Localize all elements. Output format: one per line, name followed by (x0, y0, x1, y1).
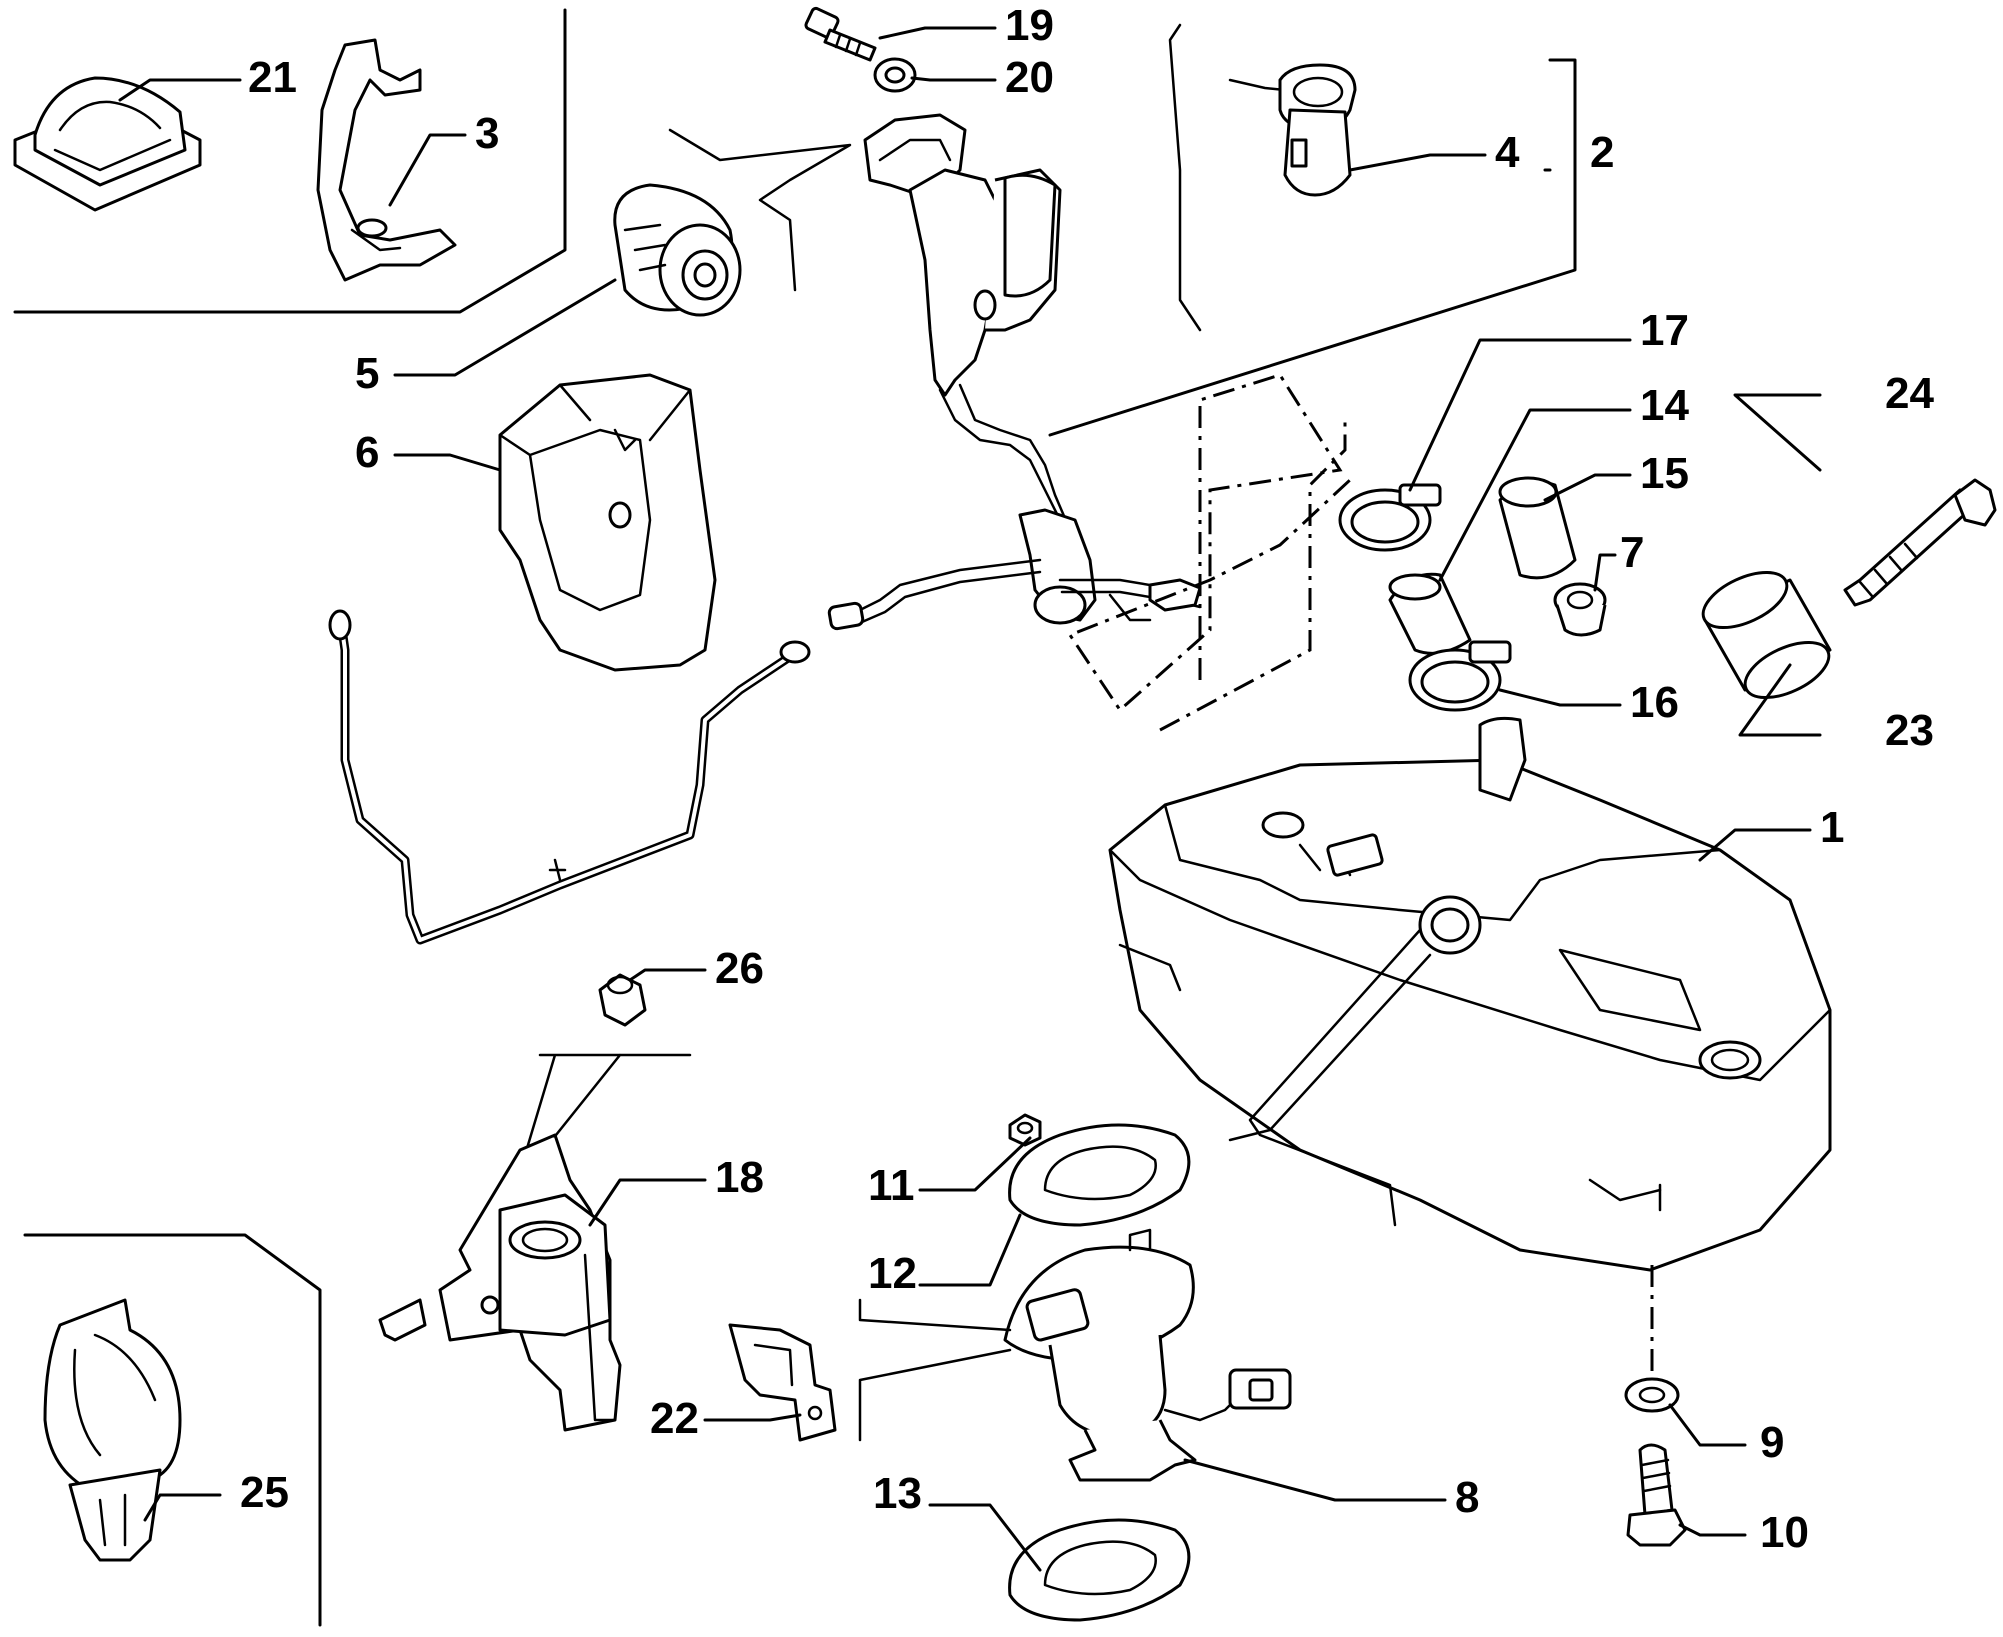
top-left-bracket-frame (13, 8, 567, 314)
part-3-bracket (316, 38, 457, 282)
callout-8: 8 (1455, 1473, 1479, 1522)
callout-23: 23 (1885, 706, 1934, 755)
hose-assembly-dash-frame (1067, 373, 1352, 713)
callout-3: 3 (475, 109, 499, 158)
callout-1: 1 (1820, 803, 1844, 852)
pump-axis-guide (1228, 928, 1432, 1227)
callout-22: 22 (650, 1394, 699, 1443)
part-13-gasket (1008, 1518, 1191, 1622)
callout-9: 9 (1760, 1418, 1784, 1467)
callout-11: 11 (868, 1161, 915, 1210)
part-9-washer (1624, 1377, 1680, 1413)
part-15-rubber-hose (1498, 476, 1577, 580)
part-19-screw (804, 6, 877, 62)
part-10-bolt (1626, 1443, 1687, 1547)
part-17-hose-clamp (1338, 483, 1442, 552)
callout-5: 5 (355, 349, 379, 398)
part-22-small-bracket (728, 1323, 837, 1442)
callout-15: 15 (1640, 449, 1689, 498)
part-16-hose-clamp (1408, 640, 1512, 712)
callout-10: 10 (1760, 1508, 1809, 1557)
callout-24: 24 (1885, 369, 1934, 418)
leader-lines (118, 26, 1822, 1572)
hose-assembly-dash-frame-2 (1159, 420, 1347, 732)
callout-6: 6 (355, 428, 379, 477)
part-1-fuel-tank (1108, 716, 1832, 1272)
pump-bracket-guide (858, 1298, 1012, 1442)
callout-21: 21 (248, 53, 297, 102)
callout-14: 14 (1640, 381, 1689, 430)
callout-19: 19 (1005, 1, 1054, 50)
callout-17: 17 (1640, 306, 1689, 355)
filler-neck-guide (668, 23, 1202, 332)
part-6-heat-shield (498, 373, 717, 672)
part-24-bolt (1843, 478, 1997, 607)
callout-16: 16 (1630, 678, 1679, 727)
fuel-return-pipe (328, 609, 811, 945)
part-7-grommet (1553, 582, 1607, 637)
callout-20: 20 (1005, 53, 1054, 102)
part-18-pump-bracket (378, 1053, 692, 1432)
part-21-clip-holder (13, 76, 202, 212)
part-14-hose-sleeve (1388, 572, 1472, 655)
callout-18: 18 (715, 1153, 764, 1202)
part-25-clip (43, 1298, 182, 1562)
part-20-washer (873, 57, 917, 93)
part-5-retaining-ring (613, 183, 742, 317)
callout-12: 12 (868, 1249, 917, 1298)
part-12-gasket (1008, 1123, 1191, 1227)
part-2-filler-neck (827, 113, 1202, 631)
callout-7: 7 (1620, 528, 1644, 577)
callout-25: 25 (240, 1468, 289, 1517)
part-4-vent-valve (1228, 63, 1357, 197)
part-23-spacer (1701, 570, 1832, 700)
callout-4: 4 (1495, 128, 1520, 177)
callout-2: 2 (1590, 128, 1614, 177)
part-11-nut (1008, 1113, 1042, 1147)
bottom-left-bracket-frame (23, 1233, 322, 1627)
callout-13: 13 (873, 1469, 922, 1518)
part-8-fuel-pump (1003, 1228, 1292, 1482)
callout-26: 26 (715, 944, 764, 993)
part-26-nut (598, 973, 647, 1027)
